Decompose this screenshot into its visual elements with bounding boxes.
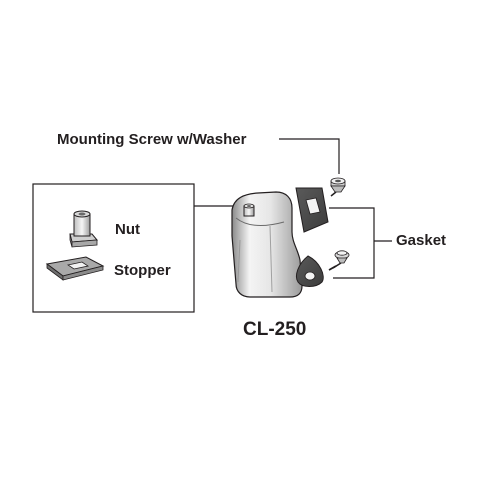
mounting-screw-leader-line — [279, 138, 340, 174]
mounting-screw-bottom-part — [328, 250, 350, 271]
main-body-part — [231, 191, 303, 298]
stopper-label: Stopper — [114, 262, 171, 279]
mounting-screw-top-part — [330, 177, 346, 197]
stopper-part — [45, 256, 105, 281]
gasket-top-part — [295, 187, 329, 233]
inset-box — [32, 183, 195, 313]
gasket-bottom-part — [295, 255, 324, 287]
mounting-screw-label: Mounting Screw w/Washer — [57, 131, 247, 148]
model-label: CL-250 — [243, 319, 307, 340]
nut-label: Nut — [115, 221, 140, 238]
gasket-label: Gasket — [396, 232, 447, 249]
gasket-bracket-line — [329, 207, 375, 279]
nut-part — [69, 210, 99, 248]
